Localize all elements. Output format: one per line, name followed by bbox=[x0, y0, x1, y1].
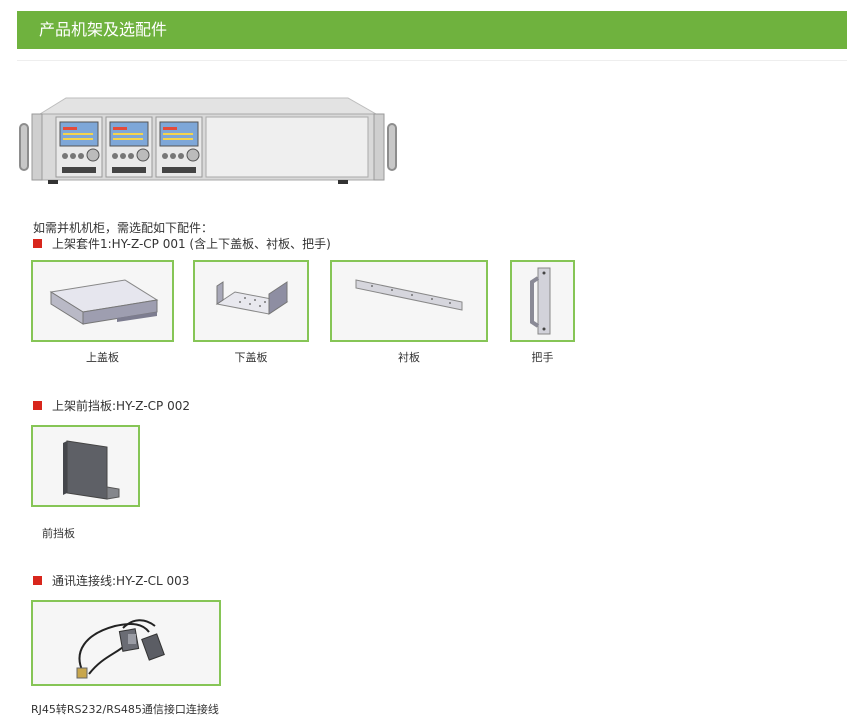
red-square-bullet-icon bbox=[33, 576, 42, 585]
caption-front-baffle: 前挡板 bbox=[42, 527, 75, 540]
handle-icon bbox=[530, 267, 551, 335]
bottom-cover-plate-image bbox=[193, 260, 309, 342]
caption-top-cover: 上盖板 bbox=[86, 351, 119, 364]
red-square-bullet-icon bbox=[33, 239, 42, 248]
section-comm-cable: 通讯连接线:HY-Z-CL 003 bbox=[33, 572, 189, 589]
section-rack-kit: 上架套件1:HY-Z-CP 001 (含上下盖板、衬板、把手) bbox=[33, 235, 331, 252]
rack-chassis-image bbox=[18, 92, 398, 187]
section-front-baffle: 上架前挡板:HY-Z-CP 002 bbox=[33, 397, 190, 414]
caption-comm-cable: RJ45转RS232/RS485通信接口连接线 bbox=[31, 703, 219, 716]
section-title: 产品机架及选配件 bbox=[39, 20, 168, 39]
front-baffle-image bbox=[31, 425, 140, 507]
top-cover-plate-image bbox=[31, 260, 174, 342]
section-front-baffle-title: 上架前挡板:HY-Z-CP 002 bbox=[52, 399, 190, 413]
liner-plate-icon bbox=[355, 279, 463, 311]
divider bbox=[17, 60, 847, 61]
caption-handle: 把手 bbox=[531, 351, 554, 364]
bottom-cover-plate-icon bbox=[215, 281, 289, 315]
red-square-bullet-icon bbox=[33, 401, 42, 410]
caption-bottom-cover: 下盖板 bbox=[234, 351, 268, 364]
section-comm-cable-title: 通讯连接线:HY-Z-CL 003 bbox=[52, 574, 190, 588]
communication-cable-icon bbox=[76, 619, 165, 679]
front-baffle-icon bbox=[63, 440, 120, 500]
intro-text: 如需并机机柜，需选配如下配件： bbox=[33, 221, 214, 235]
top-cover-plate-icon bbox=[49, 279, 159, 325]
caption-liner-plate: 衬板 bbox=[398, 351, 420, 364]
section-header: 产品机架及选配件 bbox=[17, 11, 847, 49]
liner-plate-image bbox=[330, 260, 488, 342]
section-rack-kit-title: 上架套件1:HY-Z-CP 001 (含上下盖板、衬板、把手) bbox=[52, 237, 331, 251]
handle-image bbox=[510, 260, 575, 342]
comm-cable-image bbox=[31, 600, 221, 686]
